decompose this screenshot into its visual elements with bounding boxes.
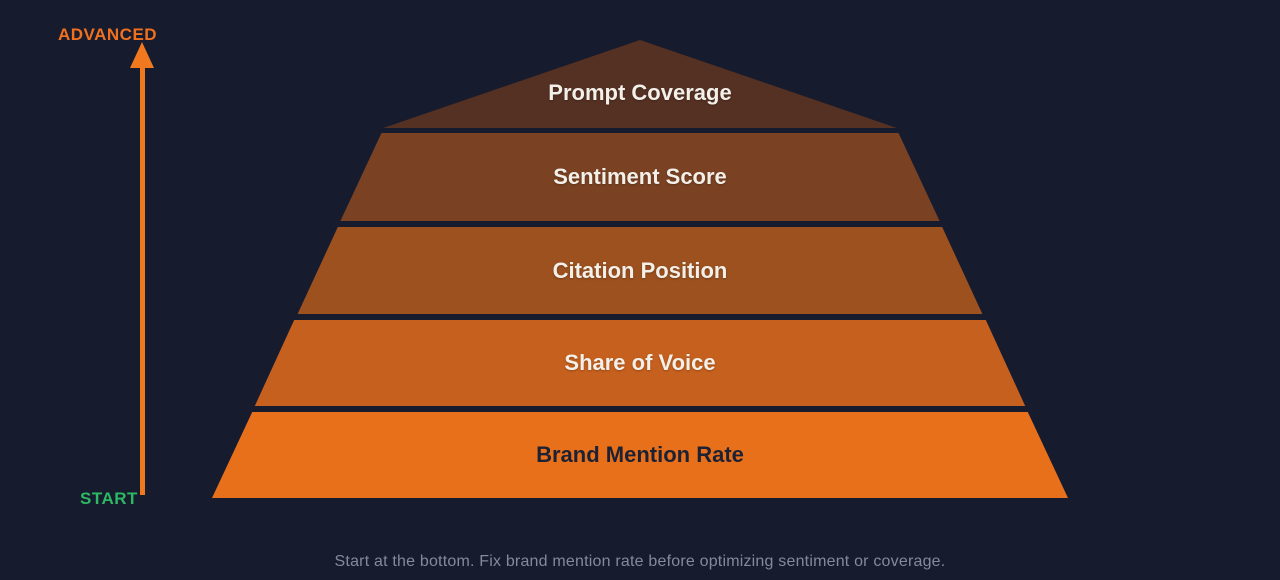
progress-axis: ADVANCED START (0, 0, 200, 580)
pyramid-level-citation-position: Citation Position (297, 227, 983, 314)
footer-caption: Start at the bottom. Fix brand mention r… (334, 553, 946, 570)
pyramid-level-label: Sentiment Score (553, 164, 727, 189)
pyramid-level-label: Prompt Coverage (548, 80, 732, 105)
pyramid-diagram: Prompt Coverage Sentiment Score Citation… (212, 40, 1068, 498)
pyramid-level-sentiment-score: Sentiment Score (340, 133, 940, 221)
pyramid-level-label: Citation Position (552, 257, 728, 283)
pyramid-level-prompt-coverage: Prompt Coverage (383, 40, 897, 128)
axis-advanced-label: ADVANCED (58, 25, 158, 44)
pyramid-level-brand-mention-rate: Brand Mention Rate (212, 412, 1068, 498)
pyramid-level-label: Brand Mention Rate (536, 442, 744, 467)
pyramid-level-label: Share of Voice (564, 350, 716, 375)
axis-start-label: START (80, 489, 138, 508)
arrow-up-icon (130, 42, 154, 68)
pyramid-level-share-of-voice: Share of Voice (254, 320, 1026, 406)
arrow-shaft (140, 64, 145, 495)
